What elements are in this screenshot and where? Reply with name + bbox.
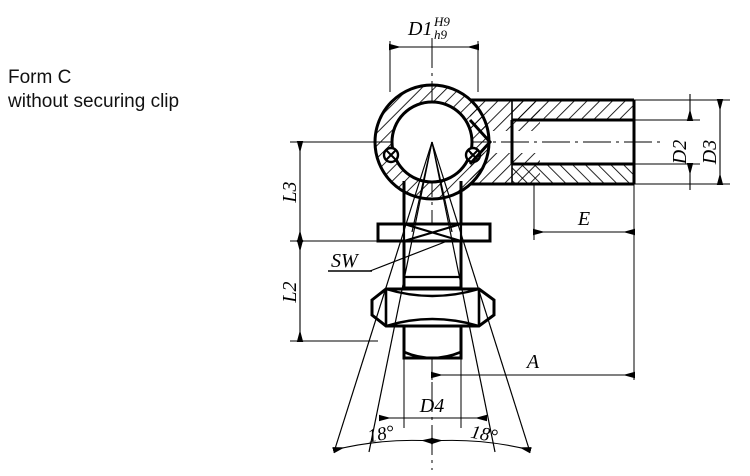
d1-tolerance-upper: H9 [433,14,450,29]
l2-label: L2 [279,281,301,303]
d2-label: D2 [669,140,691,165]
cone-outer-right [431,141,531,453]
cone-mid-left [368,141,433,453]
title-block-line2: without securing clip [8,91,180,113]
swivel-cone-lines [333,141,531,453]
stud-upper-shank [402,239,463,290]
dimension-angles: 18° 18° [332,422,532,454]
retaining-pin-left [382,146,400,164]
shank-body [468,98,636,186]
dimension-l2: L2 [279,240,378,342]
dimension-d1: D1 H9 h9 [389,14,479,92]
l3-label: L3 [279,181,301,203]
stud-threaded-end [402,324,463,360]
dimension-d4: D4 [379,358,487,428]
title-block: Form C without securing clip [8,66,258,115]
hex-nut-top-chamfer-arc [385,287,480,298]
hex-nut-outline [370,287,496,328]
dimension-sw: SW [328,239,451,272]
flange-plate [376,222,492,243]
angle-right-label: 18° [469,422,500,448]
dimension-d2: D2 [634,94,700,190]
d3-label: D3 [699,140,721,165]
d1-tolerance-lower: h9 [434,27,448,42]
sw-label: SW [331,250,360,272]
title-block-line1: Form C [8,67,72,88]
bore-vee-transition [468,118,493,166]
cone-mid-right [431,141,496,453]
e-label: E [577,208,590,230]
dimension-d3: D3 [634,99,730,185]
angle-left-label: 18° [366,422,397,448]
angle-right-arc [430,437,532,454]
cone-outer-left [333,141,433,453]
dimension-e: E [533,184,635,240]
d4-label: D4 [419,395,444,417]
dimension-l3: L3 [279,141,378,242]
stud-assembly [370,239,496,360]
d1-label: D1 [407,18,432,40]
angle-left-arc [332,437,434,454]
a-label: A [525,351,540,373]
sw-leader-line [369,239,451,272]
flange-x-stroke-2 [403,222,462,243]
dimension-a: A [431,184,635,380]
